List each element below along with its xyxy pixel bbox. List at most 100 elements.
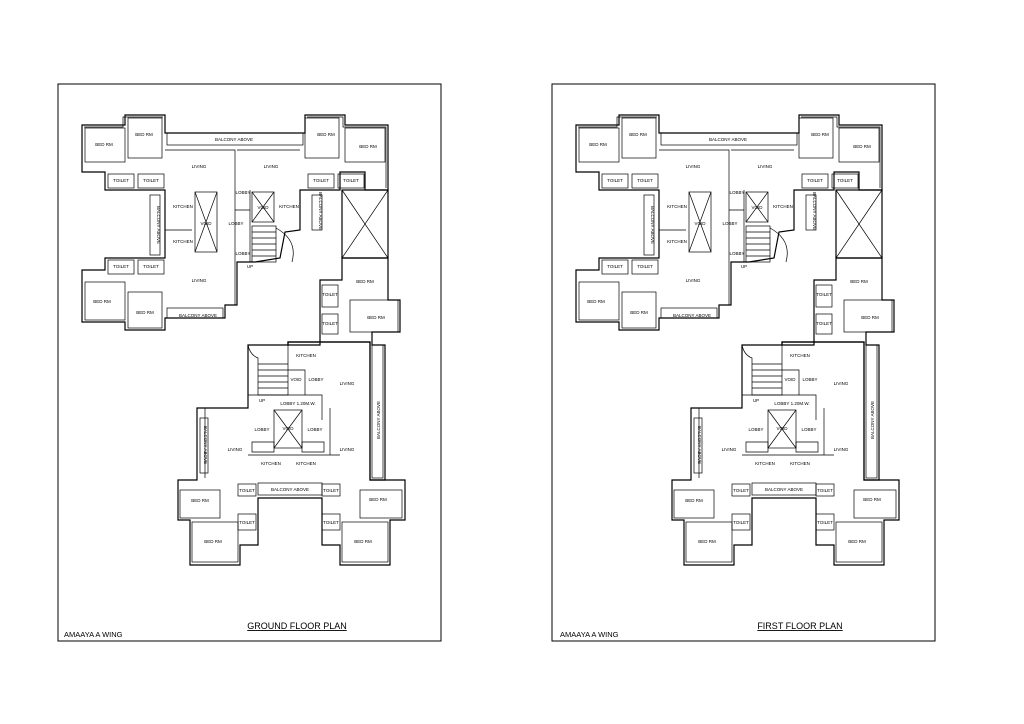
- room-label: BED RM: [135, 132, 153, 137]
- room-label: BED RM: [367, 315, 385, 320]
- room-label: TOILET: [733, 520, 749, 525]
- room-label: TOILET: [313, 178, 329, 183]
- room-label: BALCONY ABOVE: [156, 206, 161, 244]
- room-label: BALCONY ABOVE: [376, 401, 381, 439]
- room-label: KITCHEN: [790, 461, 810, 466]
- room-label: LIVING: [192, 164, 207, 169]
- room-label: VOID: [776, 426, 788, 431]
- room-label: TOILET: [817, 488, 833, 493]
- room-label: LOBBY: [801, 427, 816, 432]
- room-label: VOID: [257, 205, 269, 210]
- room-label: BALCONY ABOVE: [271, 487, 309, 492]
- room-label: KITCHEN: [296, 461, 316, 466]
- room-label: BED RM: [629, 132, 647, 137]
- room-label: BED RM: [685, 498, 703, 503]
- room-label: VOID: [694, 221, 706, 226]
- room-label: TOILET: [607, 264, 623, 269]
- wing-label: AMAAYA A WING: [560, 630, 619, 639]
- room-label: BALCONY ABOVE: [203, 426, 208, 464]
- room-label: TOILET: [637, 264, 653, 269]
- room-label: LOBBY: [722, 221, 737, 226]
- room-label: LIVING: [340, 381, 355, 386]
- room-label: LOBBY 1.20M.W.: [774, 401, 809, 406]
- room-label: VOID: [200, 221, 212, 226]
- wing-label: AMAAYA A WING: [64, 630, 123, 639]
- room-label: BED RM: [630, 310, 648, 315]
- room-label: TOILET: [807, 178, 823, 183]
- room-label: VOID: [282, 426, 294, 431]
- room-label: VOID: [290, 377, 302, 382]
- room-label: TOILET: [343, 178, 359, 183]
- room-label: UP: [259, 398, 265, 403]
- sheet-title: FIRST FLOOR PLAN: [757, 621, 842, 631]
- room-label: BED RM: [95, 142, 113, 147]
- room-label: KITCHEN: [296, 353, 316, 358]
- room-label: LOBBY: [802, 377, 817, 382]
- room-label: LIVING: [686, 164, 701, 169]
- sheet-frame: [57, 83, 442, 642]
- room-label: BED RM: [191, 498, 209, 503]
- room-label: LIVING: [834, 447, 849, 452]
- room-label: BED RM: [587, 299, 605, 304]
- room-label: KITCHEN: [667, 239, 687, 244]
- room-label: BALCONY ABOVE: [812, 192, 817, 230]
- room-label: TOILET: [816, 292, 832, 297]
- room-label: BED RM: [811, 132, 829, 137]
- room-label: KITCHEN: [790, 353, 810, 358]
- room-label: KITCHEN: [773, 204, 793, 209]
- room-label: LOBBY 1.20M.W.: [280, 401, 315, 406]
- room-label: UP: [741, 264, 747, 269]
- room-label: TOILET: [817, 520, 833, 525]
- room-label: TOILET: [733, 488, 749, 493]
- room-label: KITCHEN: [173, 204, 193, 209]
- room-label: KITCHEN: [261, 461, 281, 466]
- room-label: TOILET: [637, 178, 653, 183]
- room-label: TOILET: [239, 520, 255, 525]
- room-label: LOBBY: [235, 190, 250, 195]
- sheet-ground-floor: BED RM BED RM BED RM BED RM BALCONY ABOV…: [57, 83, 442, 642]
- room-label: LIVING: [340, 447, 355, 452]
- room-label: BED RM: [848, 539, 866, 544]
- sheet-frame: [551, 83, 936, 642]
- room-label: TOILET: [239, 488, 255, 493]
- room-label: LOBBY: [254, 427, 269, 432]
- room-label: BED RM: [853, 144, 871, 149]
- room-label: BALCONY ABOVE: [765, 487, 803, 492]
- room-label: BED RM: [354, 539, 372, 544]
- room-label: BED RM: [861, 315, 879, 320]
- room-label: BED RM: [698, 539, 716, 544]
- room-label: VOID: [784, 377, 796, 382]
- room-label: TOILET: [322, 292, 338, 297]
- room-label: BED RM: [136, 310, 154, 315]
- room-label: TOILET: [143, 264, 159, 269]
- room-label: TOILET: [322, 321, 338, 326]
- room-label: BALCONY ABOVE: [179, 313, 217, 318]
- room-label: BALCONY ABOVE: [697, 426, 702, 464]
- room-label: KITCHEN: [667, 204, 687, 209]
- sheet-first-floor: BED RM BED RM BED RM BED RM BALCONY ABOV…: [551, 83, 936, 642]
- room-label: BALCONY ABOVE: [870, 401, 875, 439]
- room-label: LOBBY: [308, 377, 323, 382]
- room-label: BALCONY ABOVE: [318, 192, 323, 230]
- room-label: LOBBY: [228, 221, 243, 226]
- room-label: TOILET: [816, 321, 832, 326]
- room-label: BED RM: [589, 142, 607, 147]
- room-label: BED RM: [359, 144, 377, 149]
- room-label: UP: [247, 264, 253, 269]
- room-label: LOBBY: [729, 190, 744, 195]
- room-label: KITCHEN: [755, 461, 775, 466]
- room-labels: BED RM BED RM BED RM BED RM BALCONY ABOV…: [93, 132, 387, 544]
- room-label: BED RM: [356, 279, 374, 284]
- room-label: LIVING: [834, 381, 849, 386]
- room-label: BALCONY ABOVE: [673, 313, 711, 318]
- room-label: BALCONY ABOVE: [215, 137, 253, 142]
- room-label: KITCHEN: [173, 239, 193, 244]
- sheet-title: GROUND FLOOR PLAN: [247, 621, 347, 631]
- room-label: BED RM: [204, 539, 222, 544]
- room-label: BED RM: [850, 279, 868, 284]
- room-label: BED RM: [863, 497, 881, 502]
- room-label: VOID: [751, 205, 763, 210]
- room-label: LIVING: [192, 278, 207, 283]
- room-label: BED RM: [317, 132, 335, 137]
